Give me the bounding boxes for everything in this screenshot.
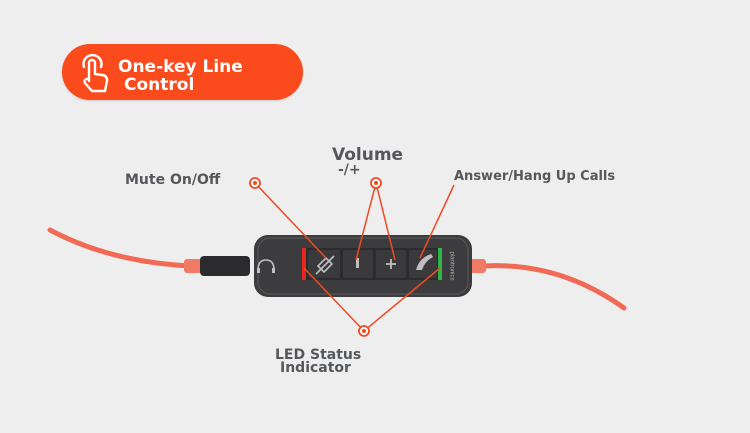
callout-lines (254, 182, 455, 332)
left-strain-relief (184, 259, 202, 273)
callout-dots (249, 177, 382, 337)
led-red (302, 248, 306, 280)
volume-label: Volume -/+ (332, 146, 403, 177)
badge-title-line2: Control (124, 75, 195, 95)
led-label-line2: Indicator (280, 360, 351, 376)
led-label-line1: LED Status (275, 347, 362, 363)
badge-title: One-key Line Control (118, 58, 243, 94)
led-green (438, 248, 442, 280)
phone-icon (416, 254, 433, 270)
left-cable (47, 227, 193, 269)
headset-icon (257, 259, 275, 271)
device-brand: plantronics (448, 251, 454, 280)
badge-title-line1: One-key Line (118, 57, 243, 77)
volume-label-title: Volume (332, 145, 404, 165)
left-connector (200, 256, 250, 276)
answer-label: Answer/Hang Up Calls (454, 169, 616, 184)
volume-label-sub: -/+ (338, 162, 361, 178)
plus-icon (386, 259, 396, 269)
right-cable (481, 263, 627, 311)
mute-key (308, 250, 340, 278)
led-label: LED Status Indicator (275, 347, 362, 376)
feature-badge: One-key Line Control (62, 44, 303, 100)
mute-label: Mute On/Off (125, 172, 221, 188)
tap-finger-icon (82, 53, 109, 93)
minus-icon (356, 258, 359, 268)
mute-key-icon (315, 255, 335, 275)
